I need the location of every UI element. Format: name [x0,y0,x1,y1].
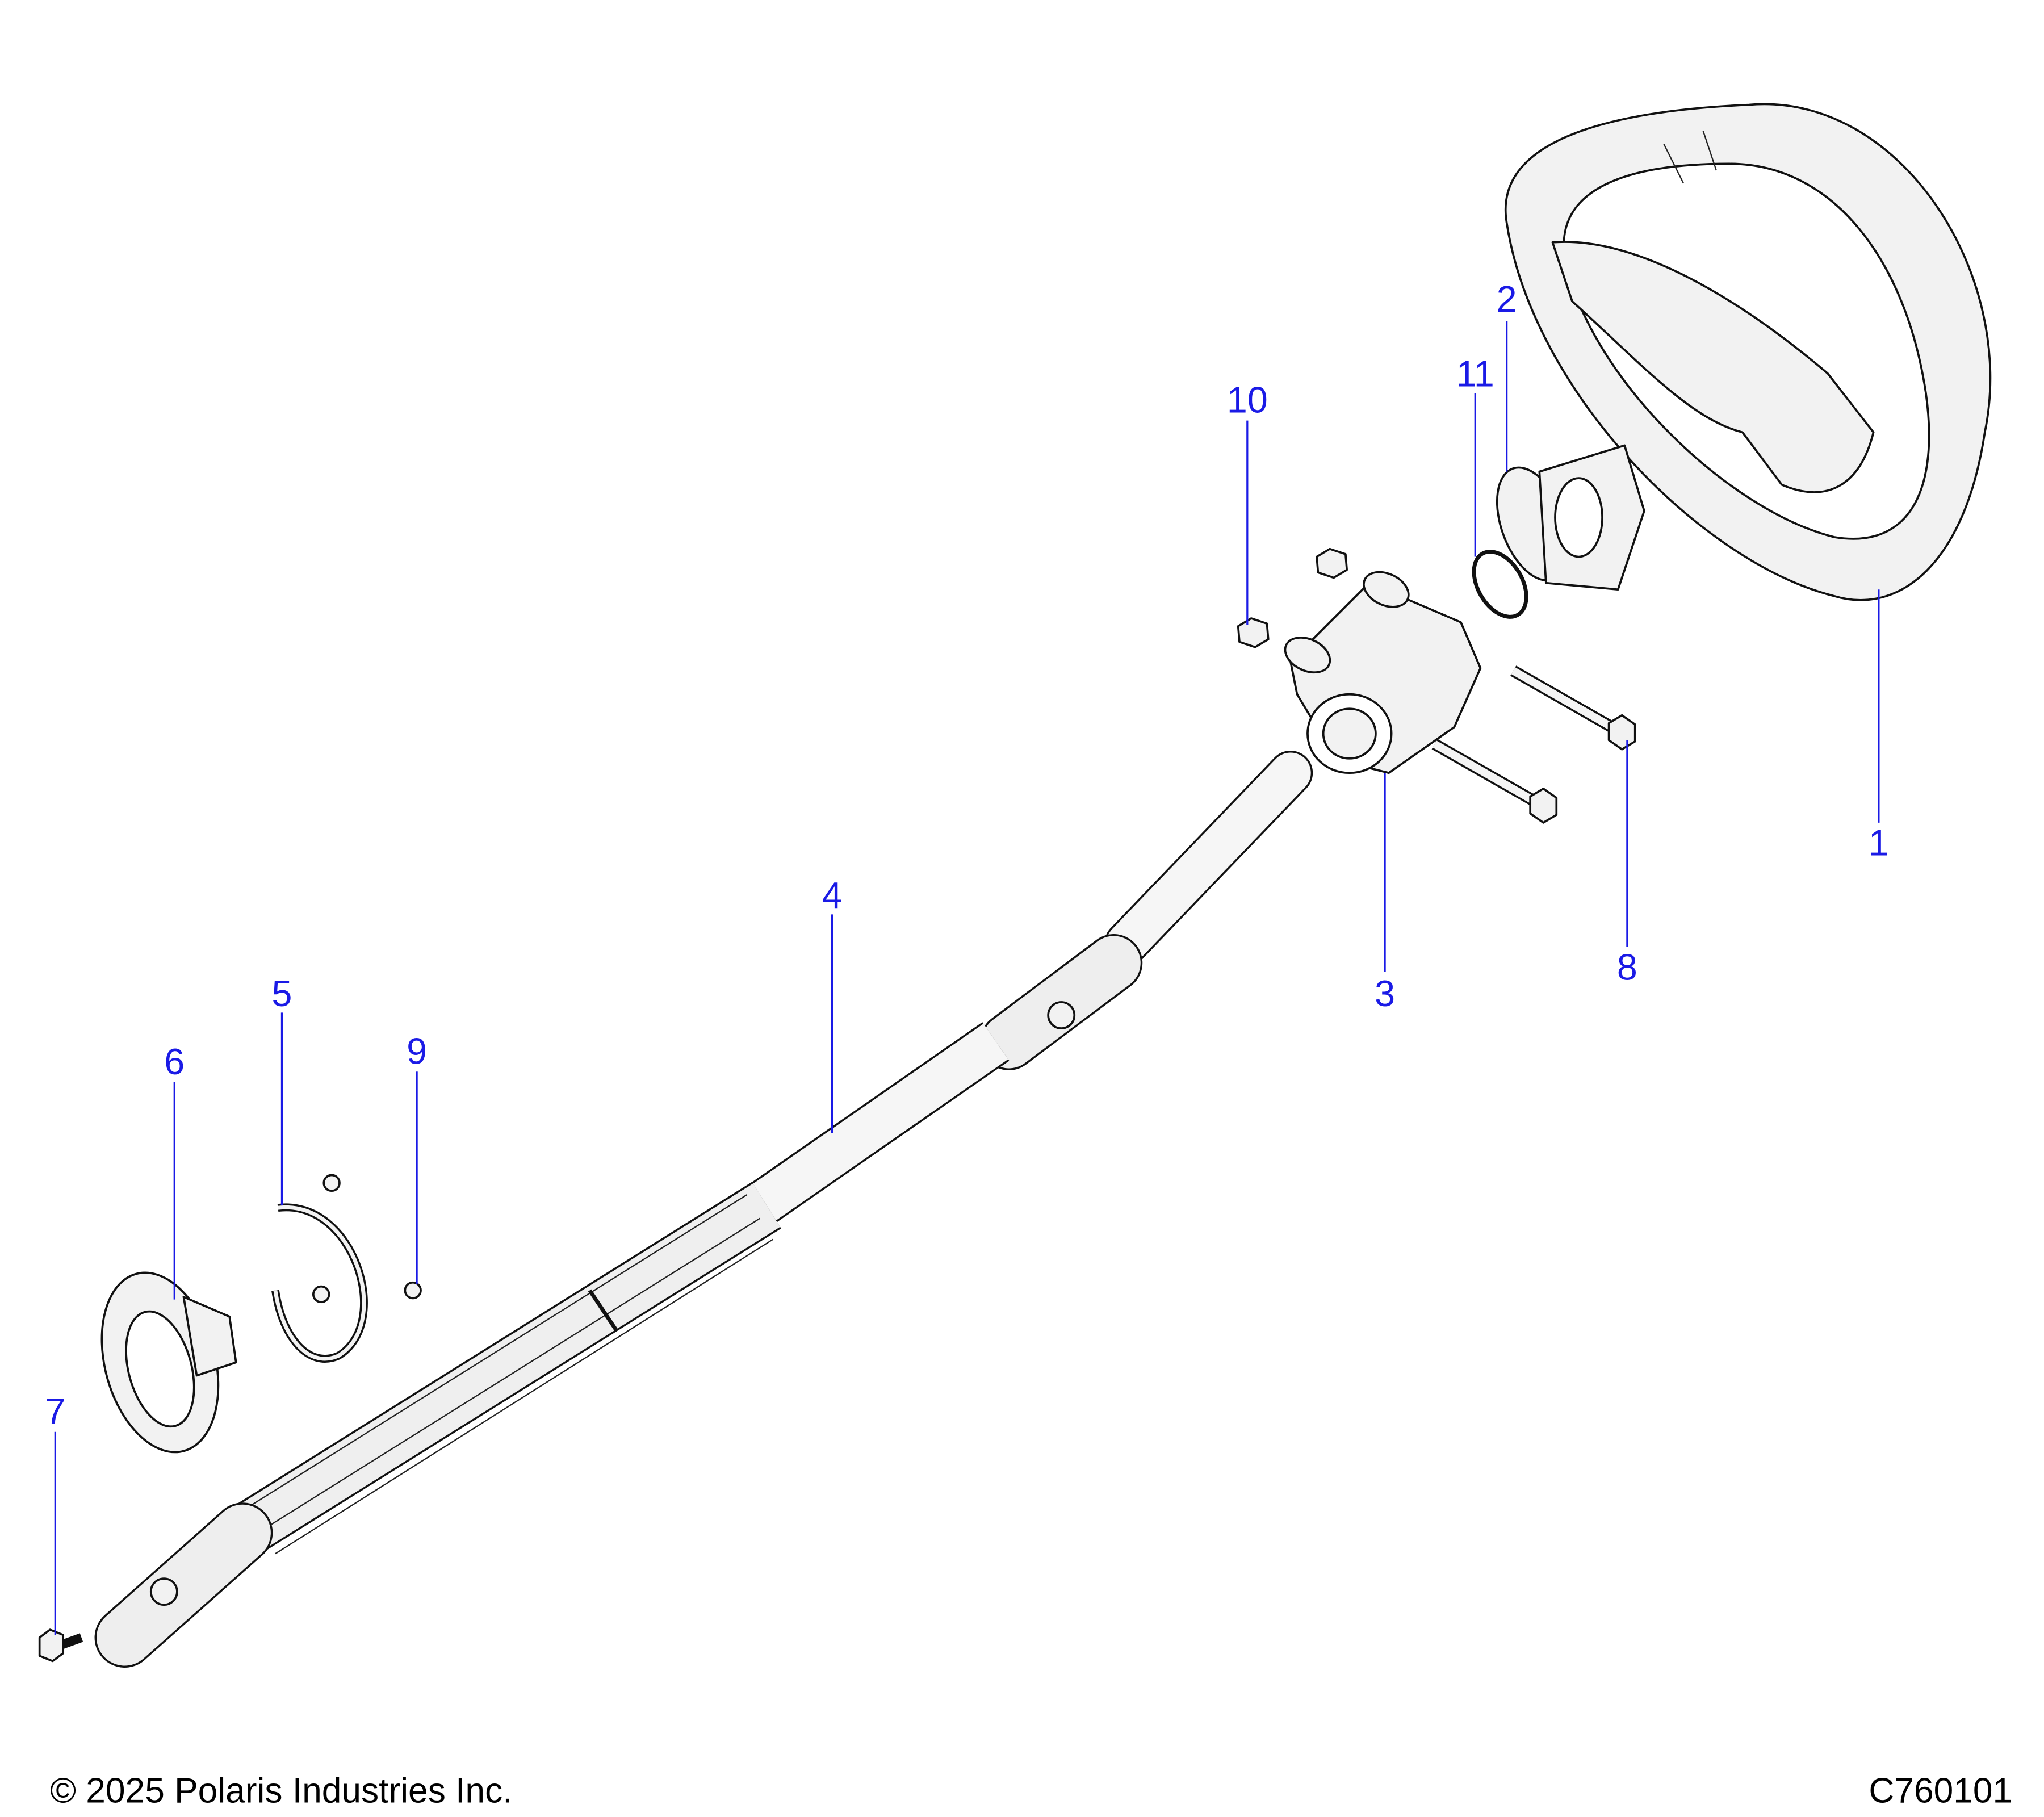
steering-shaft [94,750,1313,1668]
bolt [1431,665,1636,824]
callout-10: 10 [1227,380,1268,421]
callout-3: 3 [1375,973,1395,1014]
callout-6: 6 [164,1041,185,1082]
bolt [38,1628,83,1663]
callout-11: 11 [1456,354,1494,395]
copyright-text: © 2025 Polaris Industries Inc. [50,1772,512,1811]
callout-8: 8 [1617,947,1637,988]
nut [1237,547,1348,648]
screw [404,1281,422,1300]
boot-flange [100,1271,237,1454]
callout-1: 1 [1869,823,1889,864]
callout-2: 2 [1497,279,1517,320]
callout-4: 4 [822,875,843,916]
leader-lines [54,321,1880,1635]
callout-7: 7 [45,1391,65,1432]
callout-9: 9 [407,1031,427,1071]
figure-id: C760101 [1869,1772,2012,1811]
retaining-plate [271,1174,368,1363]
steering-column-housing [1284,571,1482,774]
steering-wheel [1505,103,1992,601]
steering-hub-adapter [1496,444,1645,591]
snap-ring [1472,550,1528,619]
callout-5: 5 [272,973,292,1014]
